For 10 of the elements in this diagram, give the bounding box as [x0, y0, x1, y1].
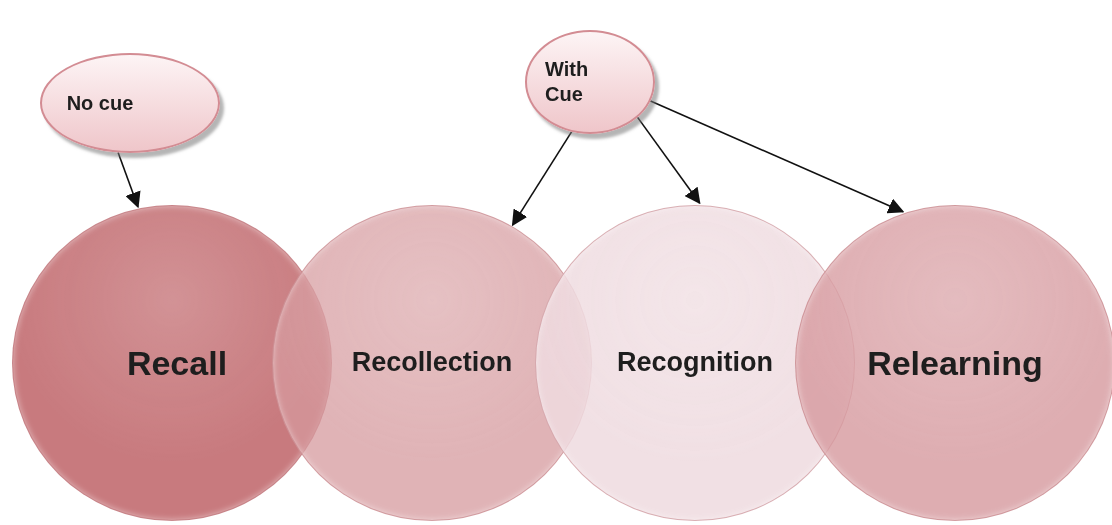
node-label: Recollection [351, 346, 513, 380]
arrow [636, 116, 701, 205]
node-label: Recognition [617, 346, 773, 380]
node-label: With Cue [545, 57, 590, 107]
arrow [649, 100, 905, 214]
arrow [117, 151, 141, 209]
arrow [511, 131, 573, 227]
node-label: Relearning [867, 342, 1043, 384]
node-label: No cue [66, 90, 134, 116]
node-label: Recall [126, 342, 228, 384]
